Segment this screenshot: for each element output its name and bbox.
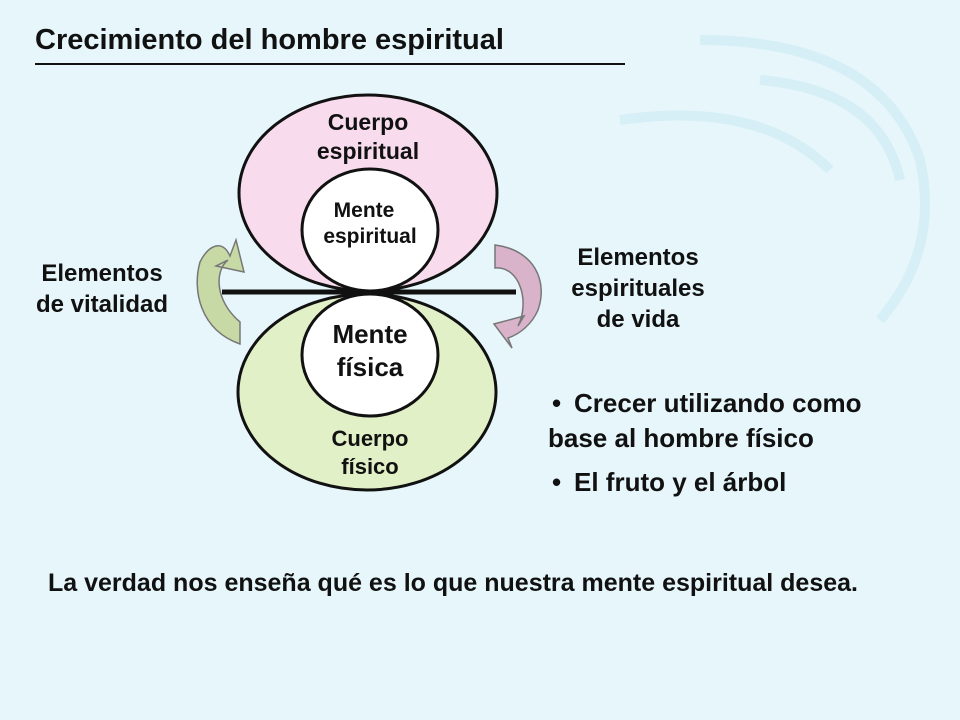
spiritual-life-elements-label-line1: Elementos (577, 244, 699, 271)
spiritual-mind-label-line1: Mente (333, 199, 395, 222)
page-title: Crecimiento del hombre espiritual (35, 24, 504, 56)
bottom-statement: La verdad nos enseña qué es lo que nuest… (48, 569, 858, 597)
spiritual-life-elements-label-line3: de vida (596, 306, 680, 334)
spiritual-life-elements-label-line2: espirituales (571, 275, 705, 303)
vitality-elements-label-line2: de vitalidad (35, 291, 169, 319)
title-underline (35, 63, 625, 65)
spiritual-body-label: Cuerpo espiritual (298, 108, 438, 166)
physical-body-label-line1: Cuerpo (331, 426, 409, 451)
physical-body-label-line2: físico (341, 453, 399, 479)
bullet-text-line2: base al hombre físico (548, 422, 814, 453)
bullet-list: • Crecer utilizando como base al hombre f… (548, 386, 862, 510)
vitality-elements-label: Elementos de vitalidad (12, 258, 192, 320)
spiritual-mind-label: Mente espiritual (300, 198, 440, 251)
physical-body-label: Cuerpo físico (300, 425, 440, 480)
physical-mind-label-line1: Mente (332, 319, 408, 349)
bullet-dot-icon: • (552, 467, 562, 498)
bullet-dot-icon: • (552, 388, 562, 418)
curved-arrow-up-icon (196, 237, 246, 346)
bullet-text-line1: Crecer utilizando como (574, 388, 862, 418)
spiritual-body-label-line1: Cuerpo (327, 109, 409, 135)
physical-mind-label: Mente física (300, 318, 440, 383)
spiritual-life-elements-label: Elementos espirituales de vida (543, 242, 733, 336)
list-item: • El fruto y el árbol (552, 465, 862, 500)
spiritual-mind-label-line2: espiritual (323, 225, 417, 249)
physical-mind-label-line2: física (336, 351, 404, 382)
vitality-elements-label-line1: Elementos (41, 260, 163, 287)
bullet-text-line1: El fruto y el árbol (574, 467, 787, 498)
spiritual-body-label-line2: espiritual (316, 137, 420, 164)
curved-arrow-down-icon (492, 244, 542, 349)
list-item: • Crecer utilizando como base al hombre f… (548, 386, 862, 455)
